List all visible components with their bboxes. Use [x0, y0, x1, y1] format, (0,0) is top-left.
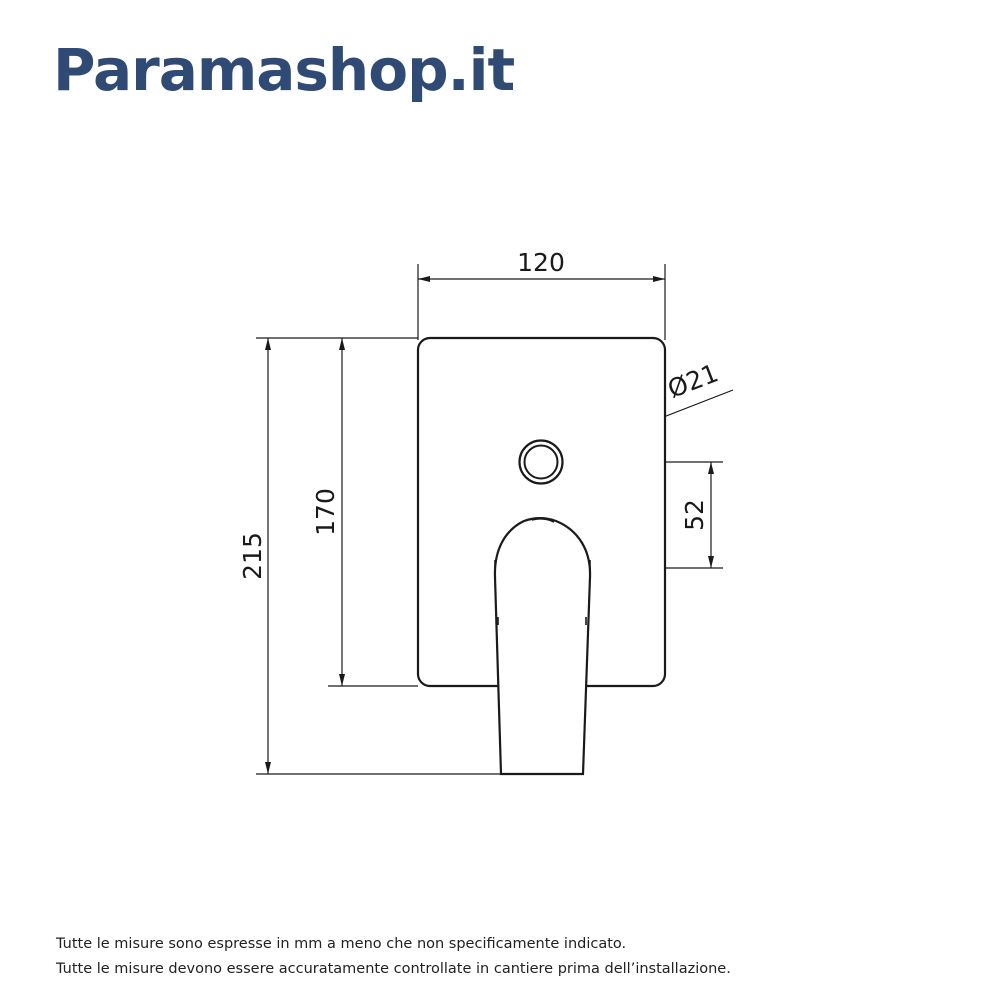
diverter-knob-outer [518, 439, 564, 485]
mixer-lever [493, 516, 592, 776]
footnote: Tutte le misure sono espresse in mm a me… [56, 932, 731, 982]
dimension-label-plate-height: 170 [311, 488, 340, 536]
dimension-label-width: 120 [517, 248, 565, 277]
footnote-line-2: Tutte le misure devono essere accuratame… [56, 961, 731, 977]
dimension-label-spacing: 52 [680, 499, 709, 531]
diverter-knob-inner [523, 444, 559, 480]
lever-top-ridge [531, 518, 555, 523]
footnote-line-1: Tutte le misure sono espresse in mm a me… [56, 936, 627, 952]
brand-logo: Paramashop.it [53, 36, 515, 104]
dimension-label-total-height: 215 [238, 532, 267, 580]
